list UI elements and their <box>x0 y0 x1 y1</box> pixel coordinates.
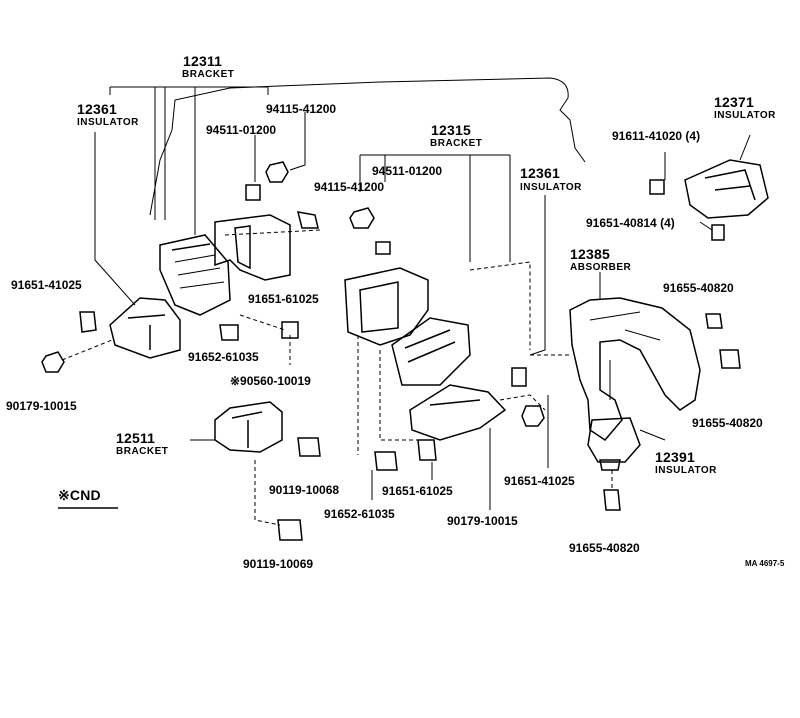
label-90119-10069: 90119-10069 <box>243 557 314 571</box>
label-12361-left-name: INSULATOR <box>77 117 139 128</box>
engine-outline <box>171 77 586 163</box>
label-12311-name: BRACKET <box>182 69 235 80</box>
absorber-12385-shape <box>569 297 701 441</box>
insulator-12361-mid-shape <box>391 317 471 386</box>
dash-lower-left <box>254 460 281 526</box>
leader-top-bolts <box>254 112 306 182</box>
nut-90179-10015-mid <box>521 405 545 427</box>
leader-12361-mid <box>529 195 546 356</box>
label-91611-41020: 91611-41020 (4) <box>612 129 701 143</box>
label-91651-41025-left: 91651-41025 <box>11 278 82 292</box>
bolt-91651-61025-a <box>296 211 319 229</box>
dash-right <box>530 354 613 490</box>
dash-left-lower <box>61 339 113 361</box>
absorber-12385-detail <box>589 311 661 400</box>
nut-94115-41200-mid <box>349 207 375 229</box>
leader-12315 <box>359 154 511 262</box>
label-94511-01200-top: 94511-01200 <box>206 123 277 137</box>
bracket-12511-shape <box>214 401 283 453</box>
bolt-90119-10069 <box>277 519 303 541</box>
label-90179-10015-left: 90179-10015 <box>6 399 77 413</box>
label-12361-left-number: 12361 <box>77 101 117 117</box>
bolt-91651-61025-b <box>417 439 437 461</box>
label-94115-41200-mid: 94115-41200 <box>314 180 385 194</box>
bolt-91652-61035-b <box>374 451 398 471</box>
label-12391-number: 12391 <box>655 449 695 465</box>
engine-outline-left <box>149 129 173 216</box>
label-12315-number: 12315 <box>431 122 471 138</box>
label-94511-01200-mid: 94511-01200 <box>372 164 443 178</box>
dash-mid <box>357 261 546 455</box>
label-91651-40814: 91651-40814 (4) <box>586 216 675 230</box>
leader-12391 <box>639 429 666 441</box>
label-91655-40820-c: 91655-40820 <box>569 541 640 555</box>
label-12385-number: 12385 <box>570 246 610 262</box>
lower-mid-mount-shape <box>409 384 507 441</box>
insulator-12361-left-shape <box>159 234 231 316</box>
label-cnd-note: ※CND <box>58 487 101 503</box>
label-12371-name: INSULATOR <box>714 110 776 121</box>
label-94115-41200-top: 94115-41200 <box>266 102 337 116</box>
bracket-12315-shape <box>344 267 429 346</box>
label-12311-number: 12311 <box>183 53 223 69</box>
washer-94511-01200-mid <box>375 241 391 255</box>
bolt-91651-41025-mid <box>511 367 527 387</box>
bolt-91655-40820-a <box>705 313 723 329</box>
insulator-12371-shape <box>684 159 769 219</box>
leader-12361-left <box>94 132 136 306</box>
leader-12311 <box>109 86 269 235</box>
label-90119-10068: 90119-10068 <box>269 483 340 497</box>
nut-94115-41200-top <box>265 161 289 183</box>
label-91655-40820-b: 91655-40820 <box>692 416 763 430</box>
label-91652-61035-b: 91652-61035 <box>324 507 395 521</box>
bolt-90119-10068 <box>297 437 321 457</box>
bolt-91655-40820-c <box>603 489 621 511</box>
bolt-91611-41020 <box>649 179 665 195</box>
insulator-12391-shape <box>587 417 641 471</box>
label-12315-name: BRACKET <box>430 138 483 149</box>
bracket-12311-shape <box>214 214 291 281</box>
leader-mid-lower <box>371 395 549 510</box>
leader-12371 <box>664 134 751 231</box>
bolt-91652-61035-a <box>219 324 239 341</box>
label-12391-name: INSULATOR <box>655 465 717 476</box>
bolt-91651-41025-left <box>79 311 97 333</box>
label-91651-61025-a: 91651-61025 <box>248 292 319 306</box>
label-12361-mid-number: 12361 <box>520 165 560 181</box>
label-12385-name: ABSORBER <box>570 262 632 273</box>
label-12361-mid-name: INSULATOR <box>520 182 582 193</box>
washer-90560-10019 <box>281 321 299 339</box>
insulator-12361-left-hatch <box>174 254 225 289</box>
label-91651-41025-mid: 91651-41025 <box>504 474 575 488</box>
label-drawing-ref: MA 4697-5 <box>745 559 785 568</box>
label-12511-number: 12511 <box>116 430 156 446</box>
label-91655-40820-a: 91655-40820 <box>663 281 734 295</box>
nut-90179-10015-left <box>41 351 65 373</box>
label-12511-name: BRACKET <box>116 446 169 457</box>
left-lower-mount-shape <box>109 297 181 359</box>
label-91651-61025-b: 91651-61025 <box>382 484 453 498</box>
bolt-91655-40820-b <box>719 349 741 369</box>
label-90179-10015-mid: 90179-10015 <box>447 514 518 528</box>
label-90560-10019: ※90560-10019 <box>230 374 311 388</box>
washer-94511-01200-top <box>245 184 261 201</box>
bolt-91651-40814 <box>711 224 725 241</box>
dash-upper <box>224 229 321 365</box>
label-91652-61035-a: 91652-61035 <box>188 350 259 364</box>
label-12371-number: 12371 <box>714 94 754 110</box>
